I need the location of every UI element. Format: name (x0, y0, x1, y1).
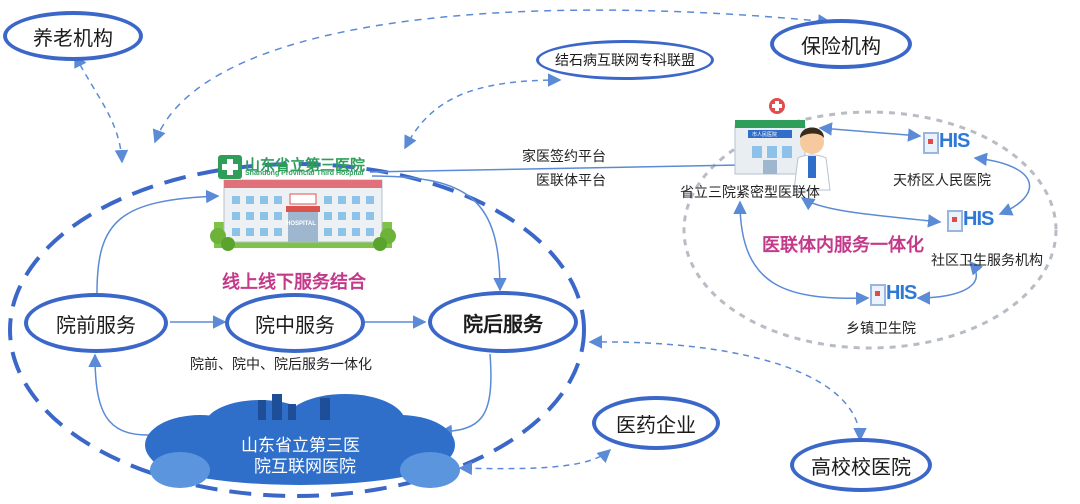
insurance-node: 保险机构 (770, 19, 912, 69)
post-hospital-node: 院后服务 (428, 291, 578, 353)
cloud-line2: 院互联网医院 (254, 457, 356, 477)
his-icon (870, 284, 886, 306)
tianqiao-to-community-arrow (973, 152, 1031, 216)
his-icon (947, 210, 963, 232)
cloud-line1: 山东省立第三医 (241, 436, 360, 456)
township-hospital-label: 乡镇卫生院 (846, 321, 916, 337)
elderly-care-node: 养老机构 (3, 11, 143, 61)
tb-alliance-node: 结石病互联网专科联盟 (536, 40, 714, 80)
cloud-to-pre-arrow (88, 353, 166, 436)
consortium-center-icon (734, 98, 806, 175)
his-logo-tianqiao: HIS (939, 130, 970, 152)
community-health-label: 社区卫生服务机构 (931, 253, 1043, 269)
community-to-township-arrow (916, 260, 983, 305)
consortium-boundary-ellipse (682, 110, 1058, 350)
internet-hospital-cloud (145, 394, 460, 488)
hospital-to-post-arrow (371, 175, 507, 292)
hospital-logo-icon (218, 155, 242, 179)
in-hospital-node: 院中服务 (225, 293, 365, 353)
university-link (588, 335, 867, 442)
hospital-building-icon (210, 179, 396, 251)
alliance-link (404, 73, 562, 150)
doctor-icon (793, 127, 831, 191)
pre-to-hospital-arrow (96, 189, 220, 294)
consortium-center-sign: 市人民医院 (752, 132, 778, 138)
tianqiao-hospital-label: 天桥区人民医院 (893, 173, 991, 189)
center-to-tianqiao-arrow (818, 122, 922, 142)
his-logo-community: HIS (963, 208, 994, 230)
hospital-boundary-ellipse (8, 162, 586, 498)
post-to-cloud-arrow (438, 353, 492, 439)
pharma-node: 医药企业 (592, 396, 720, 450)
integration-label: 院前、院中、院后服务一体化 (190, 357, 372, 373)
pre-hospital-node: 院前服务 (24, 293, 168, 353)
community-to-center-arrow (800, 197, 942, 228)
university-hospital-node: 高校校医院 (790, 438, 932, 492)
elderly-link (74, 53, 129, 164)
hospital-building-sign: HOSPITAL (286, 221, 316, 227)
his-icon (923, 132, 939, 154)
hospital-logo-en: Shandong Provincial Third Hospital (245, 170, 364, 177)
pharma-link (458, 448, 612, 476)
online-offline-label: 线上线下服务结合 (222, 272, 366, 293)
platform-link (369, 164, 741, 173)
consortium-title: 医联体内服务一体化 (762, 235, 924, 256)
consortium-center-label: 省立三院紧密型医联体 (680, 185, 820, 201)
his-logo-township: HIS (886, 282, 917, 304)
insurance-link (152, 9, 832, 144)
family-doctor-platform-label: 家医签约平台 (522, 149, 606, 165)
consortium-platform-label: 医联体平台 (536, 173, 606, 189)
hospital-logo-cn: 山东省立第三医院 (245, 156, 366, 174)
center-to-township-arrow (733, 200, 870, 306)
